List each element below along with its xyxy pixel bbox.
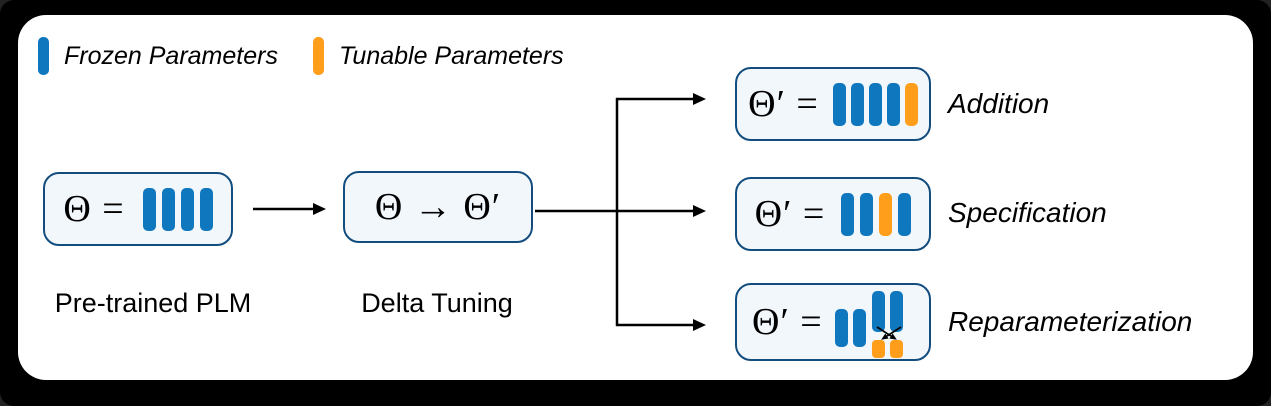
frozen-parameter-bar (886, 82, 900, 126)
pretrained-caption: Pre-trained PLM (54, 288, 252, 318)
reparameterization-tall-bars (872, 291, 903, 332)
delta-tuning-caption: Delta Tuning (361, 288, 513, 318)
reparameterization-formula: Θ′ = (752, 301, 823, 343)
tunable-parameter-bar (879, 192, 893, 236)
frozen-parameter-bar (898, 192, 912, 236)
frozen-parameter-bar (841, 192, 855, 236)
specification-label: Specification (948, 197, 1107, 228)
frozen-bar-icon (38, 37, 49, 75)
frozen-parameter-bar (890, 291, 903, 332)
frozen-parameter-bar (180, 187, 194, 231)
addition-bars (832, 82, 918, 126)
frozen-parameter-bar (860, 192, 874, 236)
tunable-parameter-bar (904, 82, 918, 126)
frozen-parameter-bar (142, 187, 156, 231)
tunable-parameter-bar (872, 340, 885, 358)
frozen-parameter-bar (850, 82, 864, 126)
addition-box: Θ′ = (735, 67, 931, 141)
addition-formula: Θ′ = (748, 83, 819, 125)
frozen-parameter-bar (832, 82, 846, 126)
pretrained-formula: Θ = (63, 188, 125, 230)
reparameterization-small-bars (872, 340, 903, 358)
delta-tuning-formula: Θ → Θ′ (374, 186, 502, 228)
legend-frozen-label: Frozen Parameters (64, 42, 278, 70)
specification-bars (841, 192, 912, 236)
specification-formula: Θ′ = (754, 193, 826, 235)
tunable-parameter-bar (890, 340, 903, 358)
frozen-parameter-bar (868, 82, 882, 126)
frozen-parameter-bar (835, 309, 848, 347)
specification-box: Θ′ = (735, 177, 931, 251)
frozen-parameter-bar (853, 309, 866, 347)
reparameterization-label: Reparameterization (948, 306, 1193, 337)
reparameterization-box: Θ′ = (735, 283, 931, 361)
delta-tuning-box: Θ → Θ′ (343, 171, 533, 243)
pretrained-bars (142, 187, 213, 231)
frozen-parameter-bar (872, 291, 885, 332)
frozen-parameter-bar (161, 187, 175, 231)
tunable-bar-icon (313, 37, 324, 75)
frozen-parameter-bar (199, 187, 213, 231)
reparameterization-cross-arrows-icon (876, 326, 902, 340)
pretrained-plm-box: Θ = (43, 172, 233, 246)
addition-label: Addition (948, 88, 1050, 119)
legend-tunable-label: Tunable Parameters (339, 42, 564, 70)
reparameterization-medium-bars (835, 309, 866, 347)
